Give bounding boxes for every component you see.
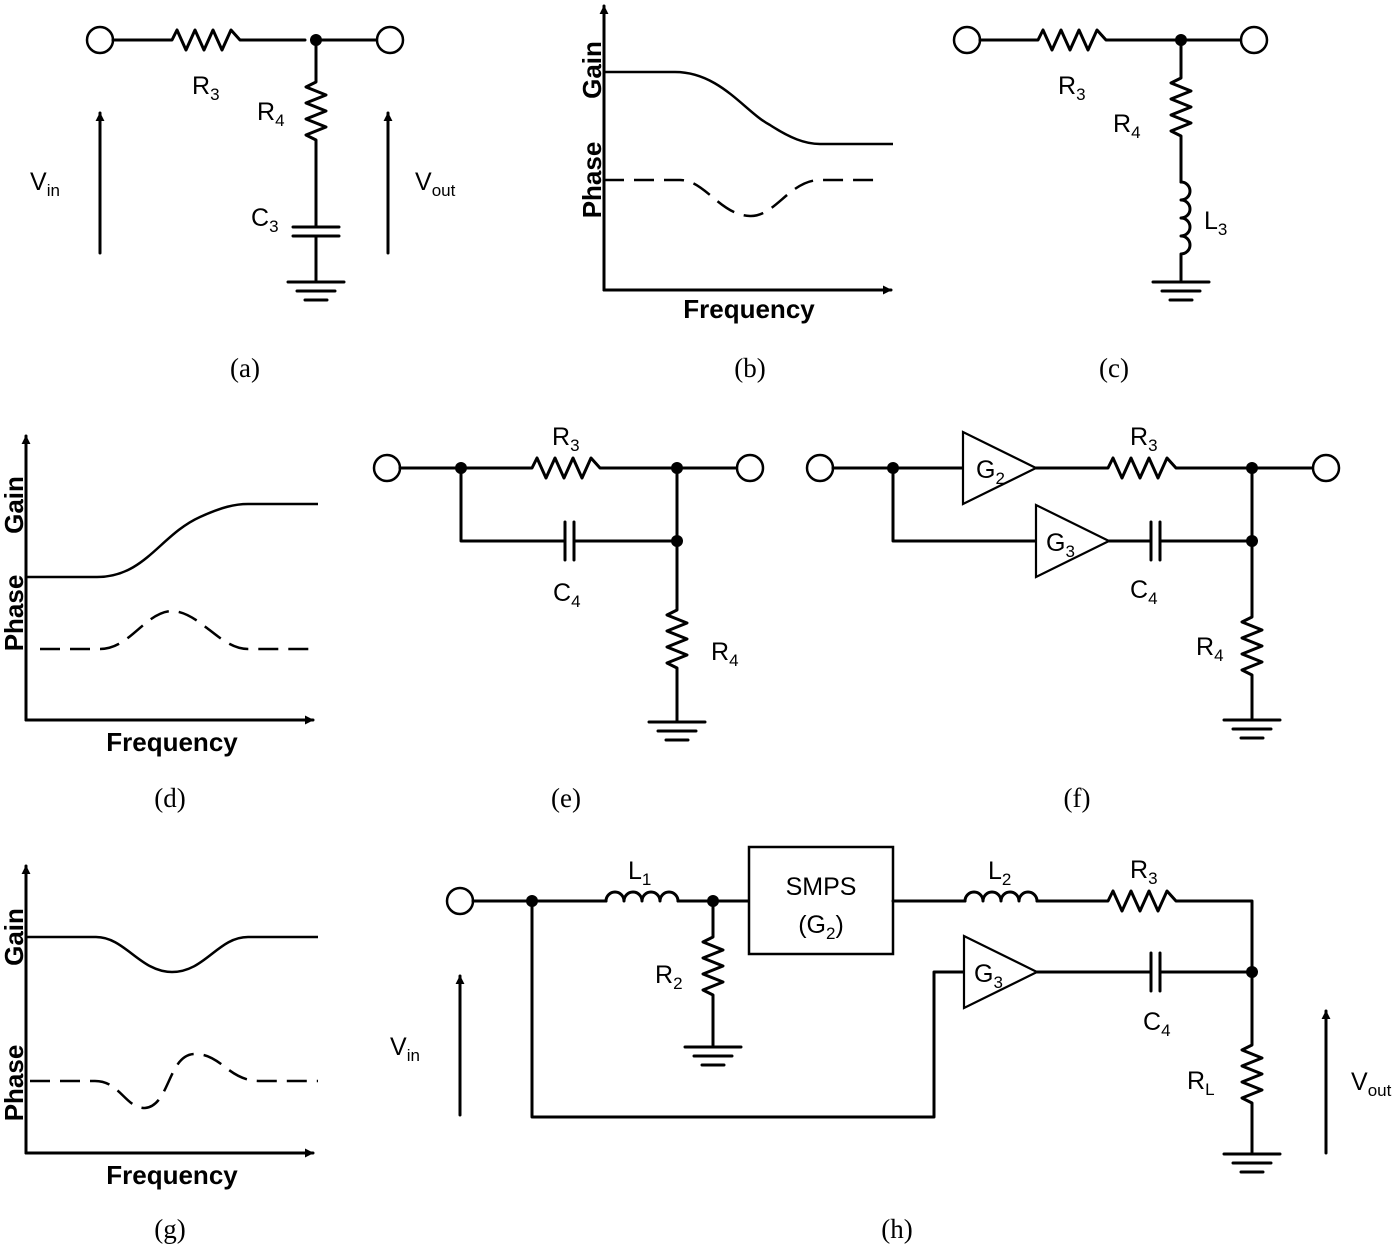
r3-label: R3 — [1058, 72, 1086, 104]
resistor-rl — [1240, 970, 1264, 1154]
gain-axis-label: Gain — [0, 476, 29, 534]
output-terminal — [1311, 453, 1341, 483]
input-terminal — [805, 453, 835, 483]
resistor-r3 — [1034, 456, 1315, 480]
r3-label: R3 — [192, 72, 220, 104]
l2-label: L2 — [988, 857, 1011, 889]
r2-label: R2 — [655, 961, 683, 993]
gain-curve — [26, 502, 318, 579]
caption-c: (c) — [1099, 353, 1129, 383]
caption-f: (f) — [1064, 783, 1091, 813]
phase-curve — [40, 609, 318, 651]
vout-label: Vout — [415, 168, 456, 200]
inductor-l2 — [963, 890, 1039, 903]
output-terminal — [375, 25, 405, 55]
capacitor-c4 — [459, 466, 679, 562]
vout-label: Vout — [1351, 1068, 1392, 1100]
gain-axis-label: Gain — [0, 908, 29, 966]
r4-label: R4 — [711, 638, 739, 670]
resistor-r3 — [111, 28, 307, 52]
r3-label: R3 — [552, 423, 580, 455]
gain-curve — [26, 935, 318, 974]
r4-label: R4 — [257, 98, 285, 130]
gain-axis-label: Gain — [577, 41, 607, 99]
amplifier-g2 — [961, 430, 1039, 506]
frequency-axis-label: Frequency — [106, 1160, 238, 1190]
smps-label: SMPS — [786, 873, 857, 901]
g2-label: G2 — [976, 456, 1005, 488]
panel-a-circuit: R3 R4 C3 Vin Vout — [30, 25, 456, 302]
ground-symbol — [1222, 718, 1282, 740]
c3-label: C3 — [251, 204, 279, 236]
feedforward-wire — [530, 899, 966, 1119]
capacitor-c4 — [1107, 520, 1254, 562]
ground-symbol — [1151, 280, 1211, 302]
resistor-r4 — [304, 38, 328, 229]
inductor-l1 — [604, 890, 680, 903]
ground-symbol — [286, 280, 346, 302]
l1-label: L1 — [628, 857, 651, 889]
output-terminal — [1239, 25, 1269, 55]
amplifier-g3 — [1034, 503, 1112, 579]
vin-label: Vin — [30, 168, 60, 200]
g3-label: G3 — [974, 960, 1003, 992]
r4-label: R4 — [1113, 110, 1141, 142]
resistor-r4 — [1169, 38, 1193, 184]
ground-symbol — [683, 1045, 743, 1067]
ground-symbol — [1222, 1152, 1282, 1174]
phase-curve — [30, 1052, 318, 1110]
input-terminal — [445, 886, 475, 916]
gain-curve — [604, 70, 893, 146]
smps-block — [747, 845, 895, 956]
caption-d: (d) — [154, 783, 185, 813]
output-terminal — [735, 453, 765, 483]
input-terminal — [372, 453, 402, 483]
g3-label: G3 — [1046, 529, 1075, 561]
input-terminal — [952, 25, 982, 55]
r4-label: R4 — [1196, 633, 1224, 665]
panel-f-circuit: G2 G3 R3 C4 R4 — [805, 423, 1341, 740]
junction-node — [671, 535, 683, 547]
input-terminal — [85, 25, 115, 55]
resistor-r4 — [1240, 466, 1264, 720]
frequency-axis-label: Frequency — [683, 294, 815, 324]
phase-axis-label: Phase — [0, 575, 29, 652]
panel-c-circuit: R3 R4 L3 — [952, 25, 1269, 302]
resistor-r3 — [1035, 889, 1254, 974]
capacitor-c4 — [1035, 951, 1254, 993]
resistor-r3 — [398, 456, 739, 480]
resistor-r2 — [701, 899, 725, 1047]
resistor-r3 — [978, 28, 1183, 52]
c4-label: C4 — [553, 579, 581, 611]
phase-axis-label: Phase — [0, 1045, 29, 1122]
panel-h-circuit: L1 R2 SMPS (G2) L2 R3 G3 C4 RL Vin Vout — [390, 845, 1392, 1174]
caption-b: (b) — [734, 353, 765, 383]
inductor-l3 — [1179, 180, 1192, 282]
panel-g-plot: Gain Phase Frequency — [0, 864, 318, 1190]
wire — [891, 466, 1038, 543]
caption-a: (a) — [230, 353, 260, 383]
rl-label: RL — [1187, 1067, 1215, 1099]
amplifier-g3 — [962, 934, 1040, 1010]
r3-label: R3 — [1130, 856, 1158, 888]
c4-label: C4 — [1143, 1008, 1171, 1040]
panel-b-plot: Gain Phase Frequency — [577, 4, 893, 324]
panel-e-circuit: R3 C4 R4 — [372, 423, 765, 742]
panel-d-plot: Gain Phase Frequency — [0, 434, 318, 757]
caption-g: (g) — [154, 1214, 185, 1244]
frequency-axis-label: Frequency — [106, 727, 238, 757]
r3-label: R3 — [1130, 423, 1158, 455]
smps-gain-label: (G2) — [798, 911, 844, 943]
phase-axis-label: Phase — [577, 142, 607, 219]
l3-label: L3 — [1204, 207, 1227, 239]
c4-label: C4 — [1130, 576, 1158, 608]
vin-label: Vin — [390, 1033, 420, 1065]
caption-e: (e) — [551, 783, 581, 813]
resistor-r4 — [665, 466, 689, 724]
ground-symbol — [647, 720, 707, 742]
phase-curve — [604, 178, 880, 218]
caption-h: (h) — [881, 1214, 912, 1244]
